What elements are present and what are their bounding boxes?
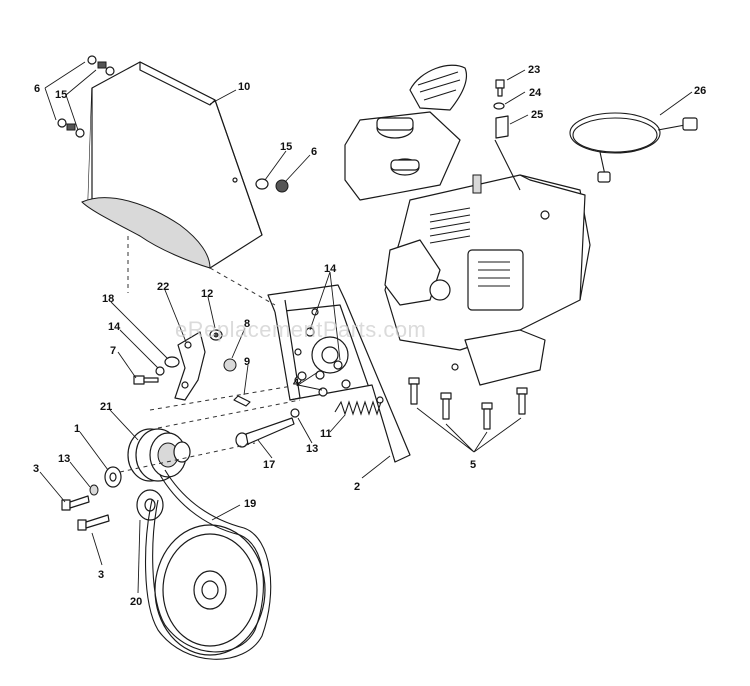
callout-26: 26: [694, 85, 706, 97]
callout-3: 3: [33, 463, 39, 475]
callout-7: 7: [110, 345, 116, 357]
callout-14: 14: [108, 321, 121, 333]
washer-part-13-right[interactable]: [290, 408, 300, 418]
callout-labels: 10 6 15 15 6 23 24 25 26 14 22 12 18 8 1…: [33, 64, 706, 608]
throttle-hardware[interactable]: [493, 79, 521, 191]
idler-arm-part-22[interactable]: [174, 331, 206, 401]
callout-10: 10: [238, 81, 250, 93]
callout-21: 21: [100, 401, 112, 413]
callout-13: 13: [306, 443, 318, 455]
callout-15: 15: [280, 141, 292, 153]
callout-12: 12: [201, 288, 213, 300]
assembly-alignment-lines: [119, 236, 301, 473]
callout-11: 11: [320, 428, 332, 440]
callout-14: 14: [324, 263, 337, 275]
callout-1: 1: [74, 423, 80, 435]
shoulder-bolt-part-17[interactable]: [235, 417, 295, 448]
washer-part-14-left[interactable]: [155, 366, 165, 376]
callout-20: 20: [130, 596, 142, 608]
callout-22: 22: [157, 281, 169, 293]
callout-15: 15: [55, 89, 67, 101]
screw-part-3-lower[interactable]: [77, 514, 110, 531]
leader-lines: [39, 61, 693, 594]
engine-mount-bolts-part-5[interactable]: [408, 377, 528, 430]
nut-part-8[interactable]: [223, 358, 237, 372]
callout-9: 9: [244, 356, 250, 368]
callout-17: 17: [263, 459, 275, 471]
callout-4: 4: [293, 377, 300, 389]
bolt-part-7[interactable]: [133, 375, 159, 385]
screw-part-3-upper[interactable]: [61, 495, 90, 511]
callout-6: 6: [34, 83, 40, 95]
callout-25: 25: [531, 109, 543, 121]
callout-6: 6: [311, 146, 317, 158]
callout-19: 19: [244, 498, 256, 510]
cover-nut-washer-right[interactable]: [255, 178, 289, 193]
callout-13: 13: [58, 453, 70, 465]
callout-24: 24: [529, 87, 542, 99]
callout-2: 2: [354, 481, 360, 493]
idler-pulley-part-20[interactable]: [136, 489, 164, 521]
belt-cover-part-10[interactable]: [81, 61, 263, 269]
engine-assembly[interactable]: [344, 64, 591, 386]
spacer-part-9[interactable]: [233, 395, 251, 407]
callout-18: 18: [102, 293, 114, 305]
spacer-part-1[interactable]: [104, 466, 122, 488]
cover-screws-upper-left[interactable]: [57, 55, 115, 138]
nut-part-12[interactable]: [209, 329, 223, 341]
auger-pulley[interactable]: [154, 524, 266, 656]
watermark-text: eReplacementParts.com: [175, 317, 426, 342]
callout-8: 8: [244, 318, 250, 330]
washer-part-13-left[interactable]: [89, 484, 99, 496]
wire-harness-part-26[interactable]: [569, 112, 698, 183]
engine-pulley-part-21[interactable]: [127, 428, 191, 482]
tension-spring-part-11[interactable]: [334, 400, 382, 416]
pulley-bracket-part-2[interactable]: [267, 284, 411, 463]
callout-3: 3: [98, 569, 104, 581]
callout-5: 5: [470, 459, 476, 471]
callout-23: 23: [528, 64, 540, 76]
washer-part-18[interactable]: [164, 356, 180, 368]
